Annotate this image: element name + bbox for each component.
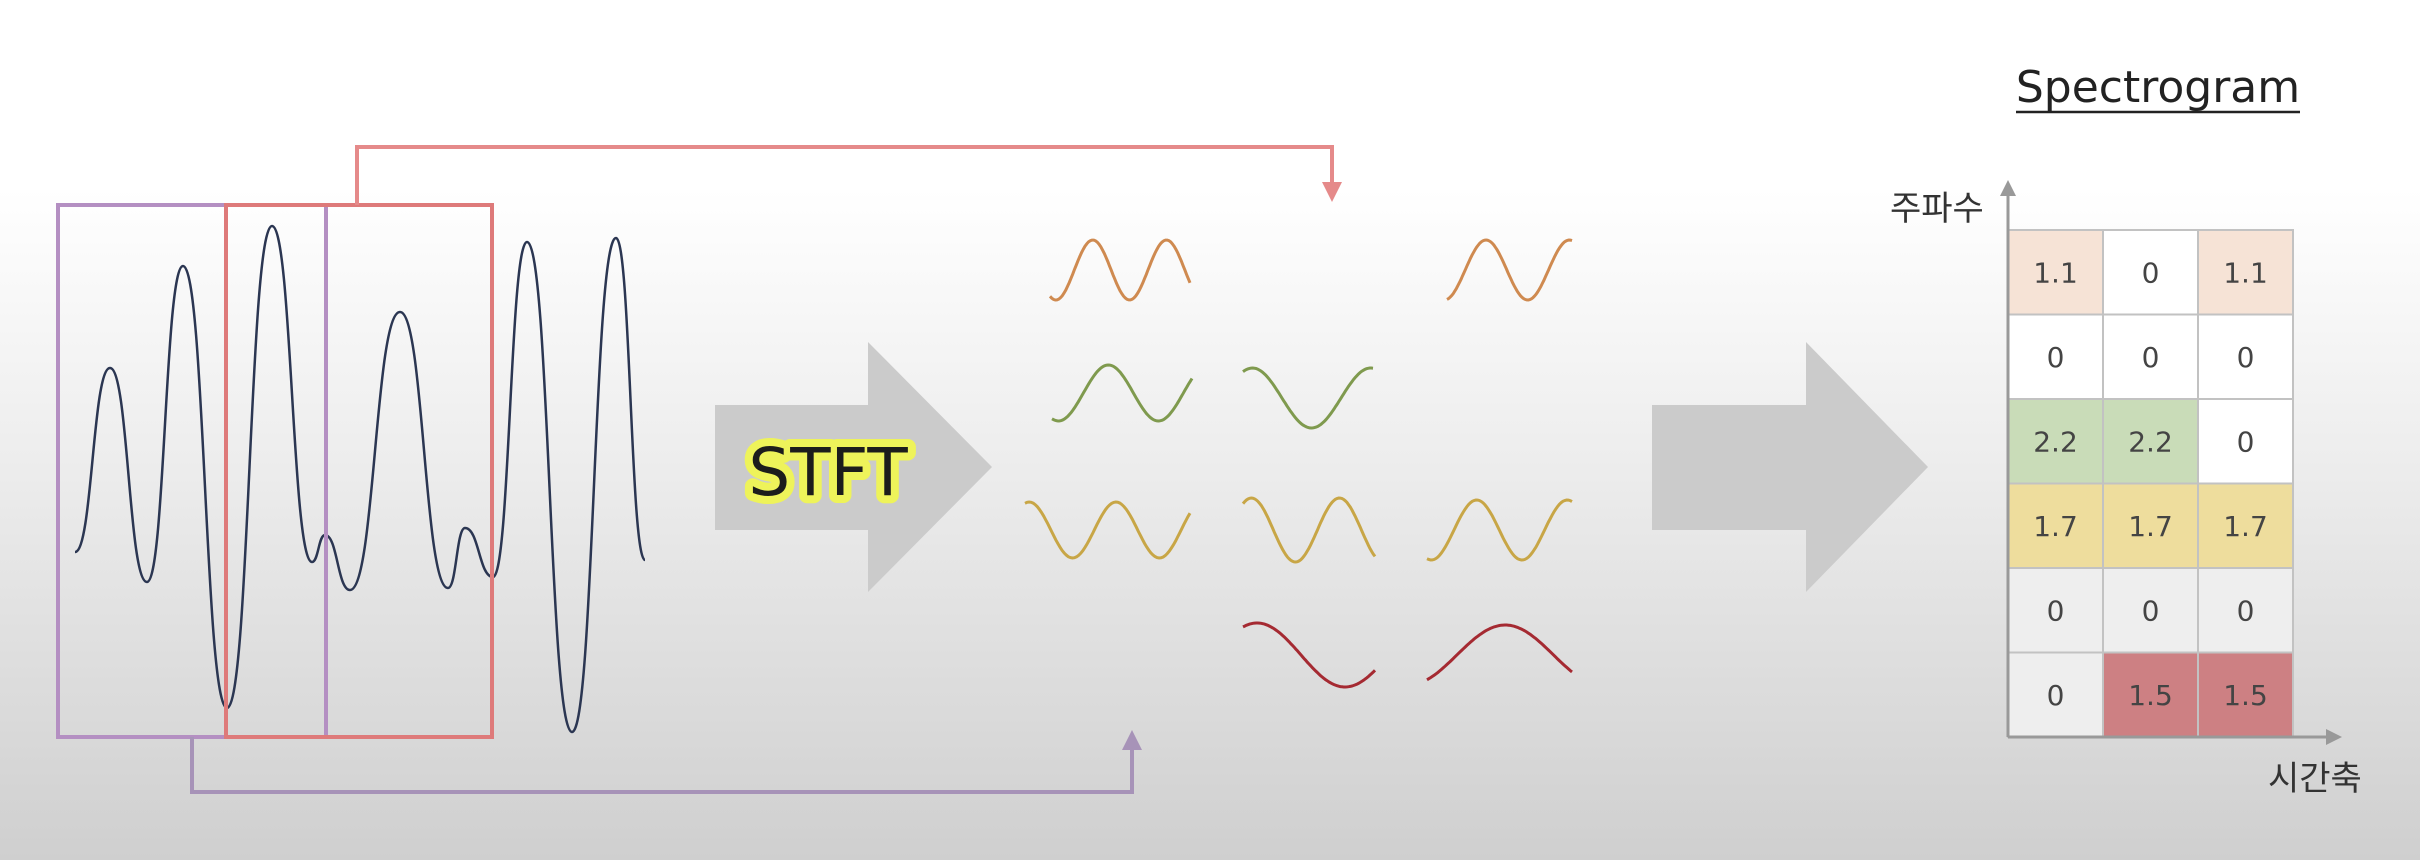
spectrogram-cell bbox=[2102, 567, 2199, 654]
spectrogram-cell-value: 0 bbox=[2142, 256, 2160, 289]
stft-arrow-shape bbox=[715, 342, 992, 592]
component-wave-orange bbox=[1048, 238, 1192, 302]
spectrogram-cell-value: 1.1 bbox=[2033, 256, 2078, 289]
spectrogram-cell-value: 0 bbox=[2237, 594, 2255, 627]
window-1-connector-line bbox=[190, 737, 1134, 794]
spectrogram-cell bbox=[2197, 482, 2294, 569]
frequency-axis-label: 주파수 bbox=[1890, 189, 1984, 229]
spectrogram-cell-value: 0 bbox=[2237, 425, 2255, 458]
spectrogram-cell-value: 1.7 bbox=[2033, 510, 2078, 543]
spectrogram-cell-value: 2.2 bbox=[2033, 425, 2078, 458]
stft-arrow: STFT bbox=[715, 342, 992, 592]
spectrogram-cell-value: 1.5 bbox=[2128, 679, 2173, 712]
component-wave-red bbox=[1242, 621, 1377, 689]
time-axis-arrowhead bbox=[2326, 729, 2342, 745]
component-wave-green bbox=[1242, 366, 1374, 430]
component-wave-yellow bbox=[1426, 498, 1573, 562]
signal-waveform bbox=[74, 224, 647, 734]
spectrogram-cell bbox=[2197, 651, 2294, 738]
analysis-window-2 bbox=[224, 203, 494, 739]
spectrogram-cell-value: 1.1 bbox=[2223, 256, 2268, 289]
time-axis-label: 시간축 bbox=[2268, 759, 2362, 799]
frequency-components bbox=[1024, 238, 1573, 689]
spectrogram-cell bbox=[2102, 482, 2199, 569]
spectrogram: Spectrogram 주파수 시간축 1.1 0 1.1 0 0 0 2.2 2.2 0 1.7… bbox=[1890, 62, 2362, 799]
window-2-connector-line bbox=[355, 145, 1334, 205]
window-2-connector-arrowhead bbox=[1322, 182, 1342, 202]
component-wave-orange bbox=[1446, 238, 1573, 302]
spectrogram-cell-value: 0 bbox=[2047, 594, 2065, 627]
result-arrow bbox=[1652, 342, 1928, 592]
spectrogram-cell-value: 1.5 bbox=[2223, 679, 2268, 712]
spectrogram-cell bbox=[2102, 398, 2199, 485]
spectrogram-cell bbox=[2007, 398, 2104, 485]
spectrogram-cell-value: 0 bbox=[2142, 594, 2160, 627]
spectrogram-title: Spectrogram bbox=[2016, 62, 2300, 113]
spectrogram-cell bbox=[2197, 398, 2294, 485]
spectrogram-cell bbox=[2197, 313, 2294, 400]
spectrogram-cell bbox=[2007, 313, 2104, 400]
frequency-axis-arrowhead bbox=[2000, 180, 2016, 196]
window-1-connector-arrowhead bbox=[1122, 730, 1142, 750]
stft-label: STFT bbox=[748, 434, 908, 511]
component-wave-yellow bbox=[1024, 500, 1192, 560]
spectrogram-cell-value: 2.2 bbox=[2128, 425, 2173, 458]
spectrogram-grid: 1.1 0 1.1 0 0 0 2.2 2.2 0 1.7 1.7 1.7 0 0 0 0 1.5 1.5 bbox=[2007, 229, 2294, 738]
spectrogram-cell-value: 1.7 bbox=[2128, 510, 2173, 543]
spectrogram-cell bbox=[2007, 651, 2104, 738]
spectrogram-cell-value: 0 bbox=[2047, 679, 2065, 712]
component-wave-yellow bbox=[1241, 496, 1377, 564]
spectrogram-cell bbox=[2197, 229, 2294, 316]
spectrogram-cell-value: 0 bbox=[2237, 341, 2255, 374]
spectrogram-cell bbox=[2197, 567, 2294, 654]
spectrogram-cell-value: 0 bbox=[2142, 341, 2160, 374]
component-wave-green bbox=[1051, 363, 1194, 423]
signal-panel bbox=[56, 203, 647, 739]
window-2-connector bbox=[355, 145, 1342, 205]
window-1-connector bbox=[190, 730, 1142, 794]
analysis-window-1 bbox=[56, 203, 328, 739]
spectrogram-cell bbox=[2102, 651, 2199, 738]
spectrogram-cell-value: 1.7 bbox=[2223, 510, 2268, 543]
component-wave-red bbox=[1426, 623, 1573, 682]
spectrogram-cell-value: 0 bbox=[2047, 341, 2065, 374]
